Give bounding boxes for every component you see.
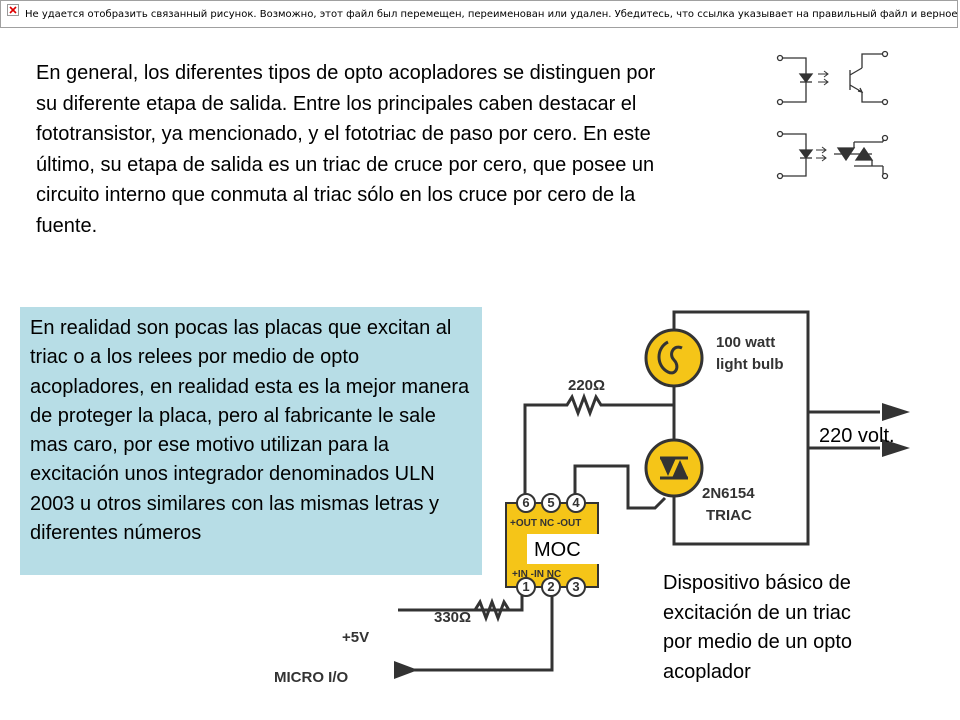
resistor-220-wire <box>523 392 674 503</box>
note-box: En realidad son pocas las placas que exc… <box>20 307 482 575</box>
optocoupler-symbols <box>776 50 889 180</box>
supply-label: +5V <box>342 629 369 646</box>
broken-image-placeholder: Не удается отобразить связанный рисунок.… <box>0 0 958 28</box>
terminal-icon <box>776 98 784 106</box>
phototransistor-icon <box>849 67 864 93</box>
pin-4: 4 <box>572 495 580 510</box>
pin-1: 1 <box>522 579 529 594</box>
terminal-icon <box>776 130 784 138</box>
resistor-330-wire <box>398 587 524 623</box>
circuit-caption: Dispositivo básico de excitación de un t… <box>663 572 853 683</box>
terminal-icon <box>881 98 889 106</box>
arrow-icon <box>394 661 418 679</box>
note-paragraph: En realidad son pocas las placas que exc… <box>30 317 470 545</box>
led-icon <box>798 149 814 160</box>
triac-part-label: 2N6154 <box>702 485 755 502</box>
terminal-icon <box>881 50 889 58</box>
pin-2: 2 <box>547 579 554 594</box>
intro-paragraph: En general, los diferentes tipos de opto… <box>36 62 656 237</box>
pin-labels-bottom: +IN -IN NC <box>512 569 561 580</box>
arrow-icon <box>882 439 910 457</box>
pin-labels-top: +OUT NC -OUT <box>510 518 581 529</box>
bulb-label-line2: light bulb <box>716 356 783 373</box>
terminal-icon <box>776 172 784 180</box>
triac-driver-circuit: 6 5 4 1 2 3 +OUT NC -OUT +IN -IN NC MOC … <box>274 310 910 686</box>
pin-5: 5 <box>547 495 554 510</box>
terminal-icon <box>881 134 889 142</box>
terminal-icon <box>881 172 889 180</box>
bulb-label-line1: 100 watt <box>716 334 775 351</box>
phototriac-icon <box>836 147 856 162</box>
broken-image-icon <box>7 1 19 27</box>
pin-6: 6 <box>522 495 529 510</box>
resistor-220-label: 220Ω <box>568 377 605 394</box>
voltage-label: 220 volt. <box>819 425 895 447</box>
micro-io-wire <box>398 587 554 672</box>
light-bulb-icon <box>644 328 704 388</box>
triac-icon <box>644 438 704 498</box>
led-icon <box>798 73 814 84</box>
pin-3: 3 <box>572 579 579 594</box>
broken-image-message: Не удается отобразить связанный рисунок.… <box>25 9 958 20</box>
resistor-330-label: 330Ω <box>434 609 471 626</box>
triac-name-label: TRIAC <box>706 507 752 524</box>
terminal-icon <box>776 54 784 62</box>
arrow-icon <box>882 403 910 421</box>
micro-io-label: MICRO I/O <box>274 669 348 686</box>
chip-label: MOC <box>534 539 581 561</box>
